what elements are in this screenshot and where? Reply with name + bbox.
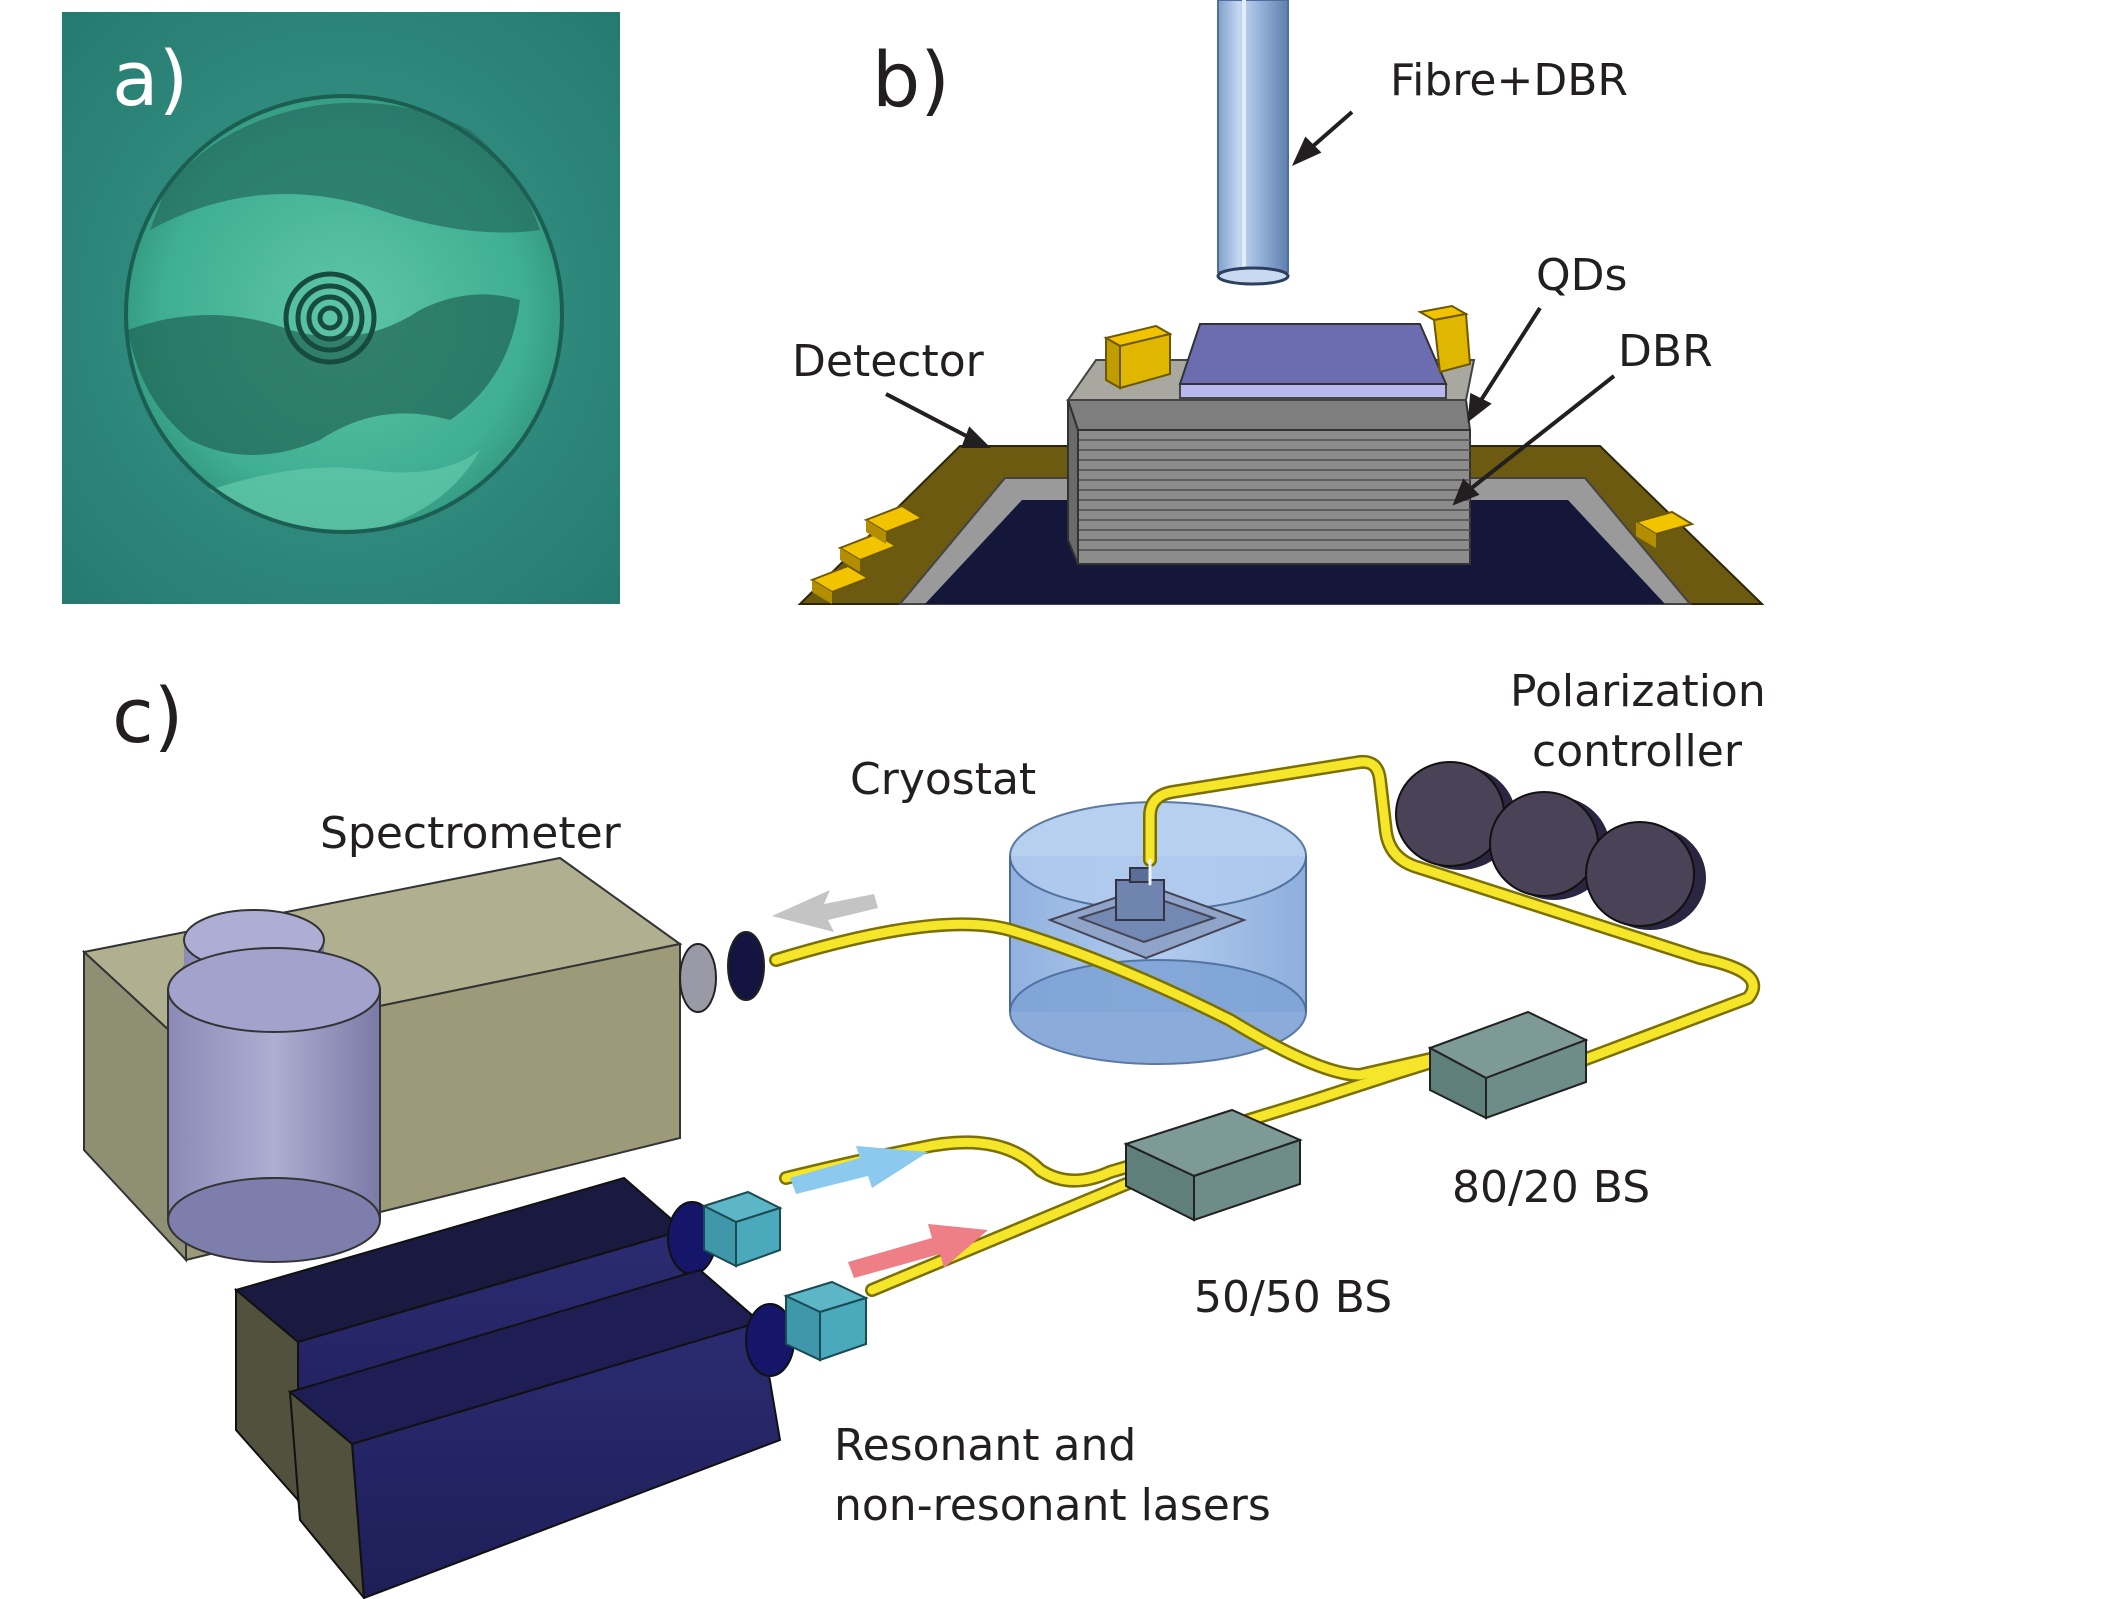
spectrometer <box>81 856 683 1263</box>
fibre-dbr <box>1216 0 1290 286</box>
dbr-label: DBR <box>1618 326 1713 377</box>
polarization-controller <box>1395 761 1706 930</box>
cryostat <box>1009 801 1307 1065</box>
dbr-stack <box>1066 399 1472 565</box>
interference-rings <box>283 271 377 365</box>
panel-a-label: a) <box>112 34 188 123</box>
pol-paddle-2 <box>1489 791 1610 900</box>
detector-label: Detector <box>792 336 985 387</box>
panel-b-label: b) <box>872 35 950 124</box>
panel-b: b) Fibre+DBR QDs DBR Detector <box>792 0 1765 605</box>
microscope-disc <box>124 94 564 534</box>
panel-a: a) <box>62 12 620 604</box>
lasers-label-line2: non-resonant lasers <box>834 1480 1271 1531</box>
spectrometer-label: Spectrometer <box>320 808 622 859</box>
fibre-dbr-label: Fibre+DBR <box>1390 55 1628 106</box>
cryostat-label: Cryostat <box>850 754 1036 805</box>
polarization-controller-label-line2: controller <box>1532 726 1743 777</box>
qds-label: QDs <box>1536 250 1627 301</box>
pol-paddle-1 <box>1395 761 1516 870</box>
qd-layer <box>1066 304 1476 401</box>
panel-b-callout-lines <box>885 110 1616 506</box>
pol-paddle-3 <box>1585 821 1706 930</box>
arrow-to-spectrometer <box>772 890 878 932</box>
panel-c: c) <box>81 666 1766 1599</box>
arrow-nonresonant-laser <box>848 1224 988 1278</box>
beamsplitter-50-50 <box>1123 1108 1303 1222</box>
bs-50-50-label: 50/50 BS <box>1194 1272 1392 1323</box>
bs-80-20-label: 80/20 BS <box>1452 1162 1650 1213</box>
lasers-label-line1: Resonant and <box>834 1420 1136 1471</box>
polarization-controller-label-line1: Polarization <box>1510 666 1766 717</box>
arrow-resonant-laser <box>790 1146 928 1194</box>
panel-c-label: c) <box>112 671 183 760</box>
beamsplitter-80-20 <box>1427 1010 1589 1120</box>
laser-nonresonant <box>287 1268 869 1599</box>
collection-lenses <box>679 931 765 1013</box>
